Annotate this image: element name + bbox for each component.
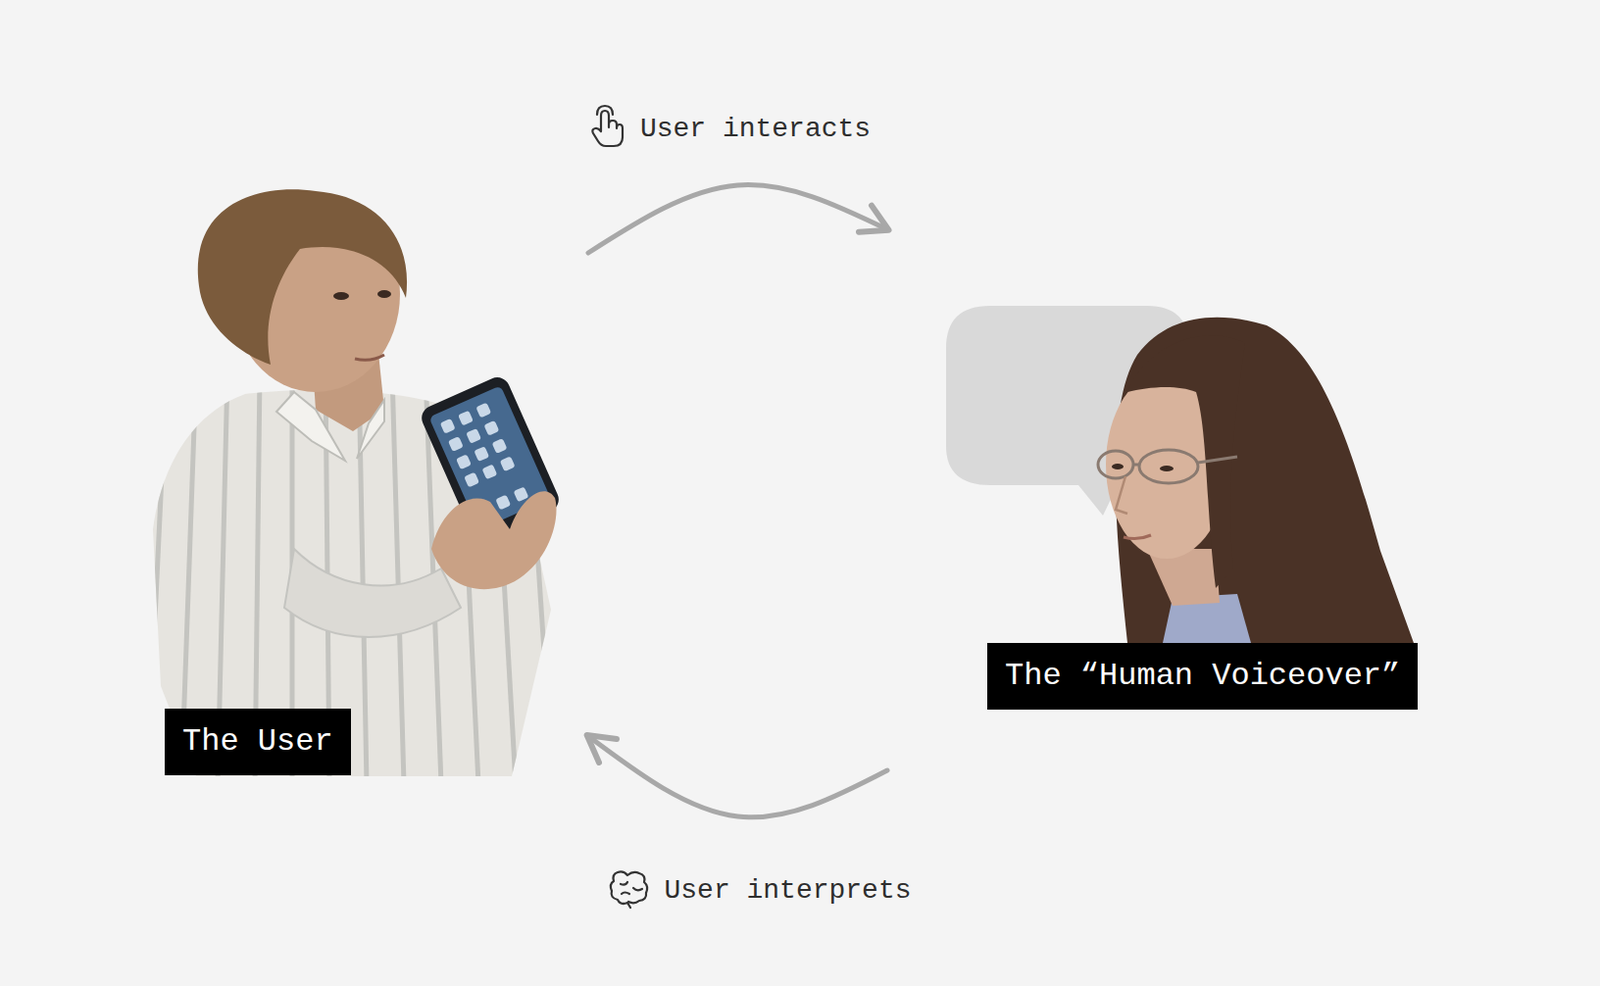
edge-label: User interprets <box>659 873 915 908</box>
eye <box>1159 465 1174 472</box>
curved-arrow <box>588 736 888 818</box>
pointer-icon <box>592 105 623 147</box>
brain-icon <box>610 871 648 908</box>
name-tag: The “Human Voiceover” <box>987 643 1418 710</box>
glasses-lens <box>1139 450 1199 484</box>
user-figure <box>147 189 563 785</box>
glasses-lens <box>1098 450 1134 479</box>
figure-node: The “Human Voiceover” <box>887 215 1423 785</box>
arm <box>284 549 461 638</box>
name-text: The “Human Voiceover” <box>1004 657 1400 695</box>
eye <box>333 292 350 300</box>
eye <box>377 290 392 299</box>
nose <box>1115 476 1128 514</box>
hair <box>198 189 407 365</box>
name-text: The User <box>182 723 334 760</box>
figure-node: The User <box>148 189 589 777</box>
curved-arrow <box>588 185 888 253</box>
mouth <box>354 354 385 360</box>
edge-label: User interacts <box>636 111 875 147</box>
collar <box>276 392 385 461</box>
hand <box>431 491 557 590</box>
mouth <box>1123 535 1151 540</box>
voiceover-figure <box>1098 317 1414 644</box>
hair-front <box>1127 335 1246 589</box>
eye <box>1111 463 1124 470</box>
glasses-frame <box>1133 456 1238 465</box>
name-tag: The User <box>164 708 351 776</box>
